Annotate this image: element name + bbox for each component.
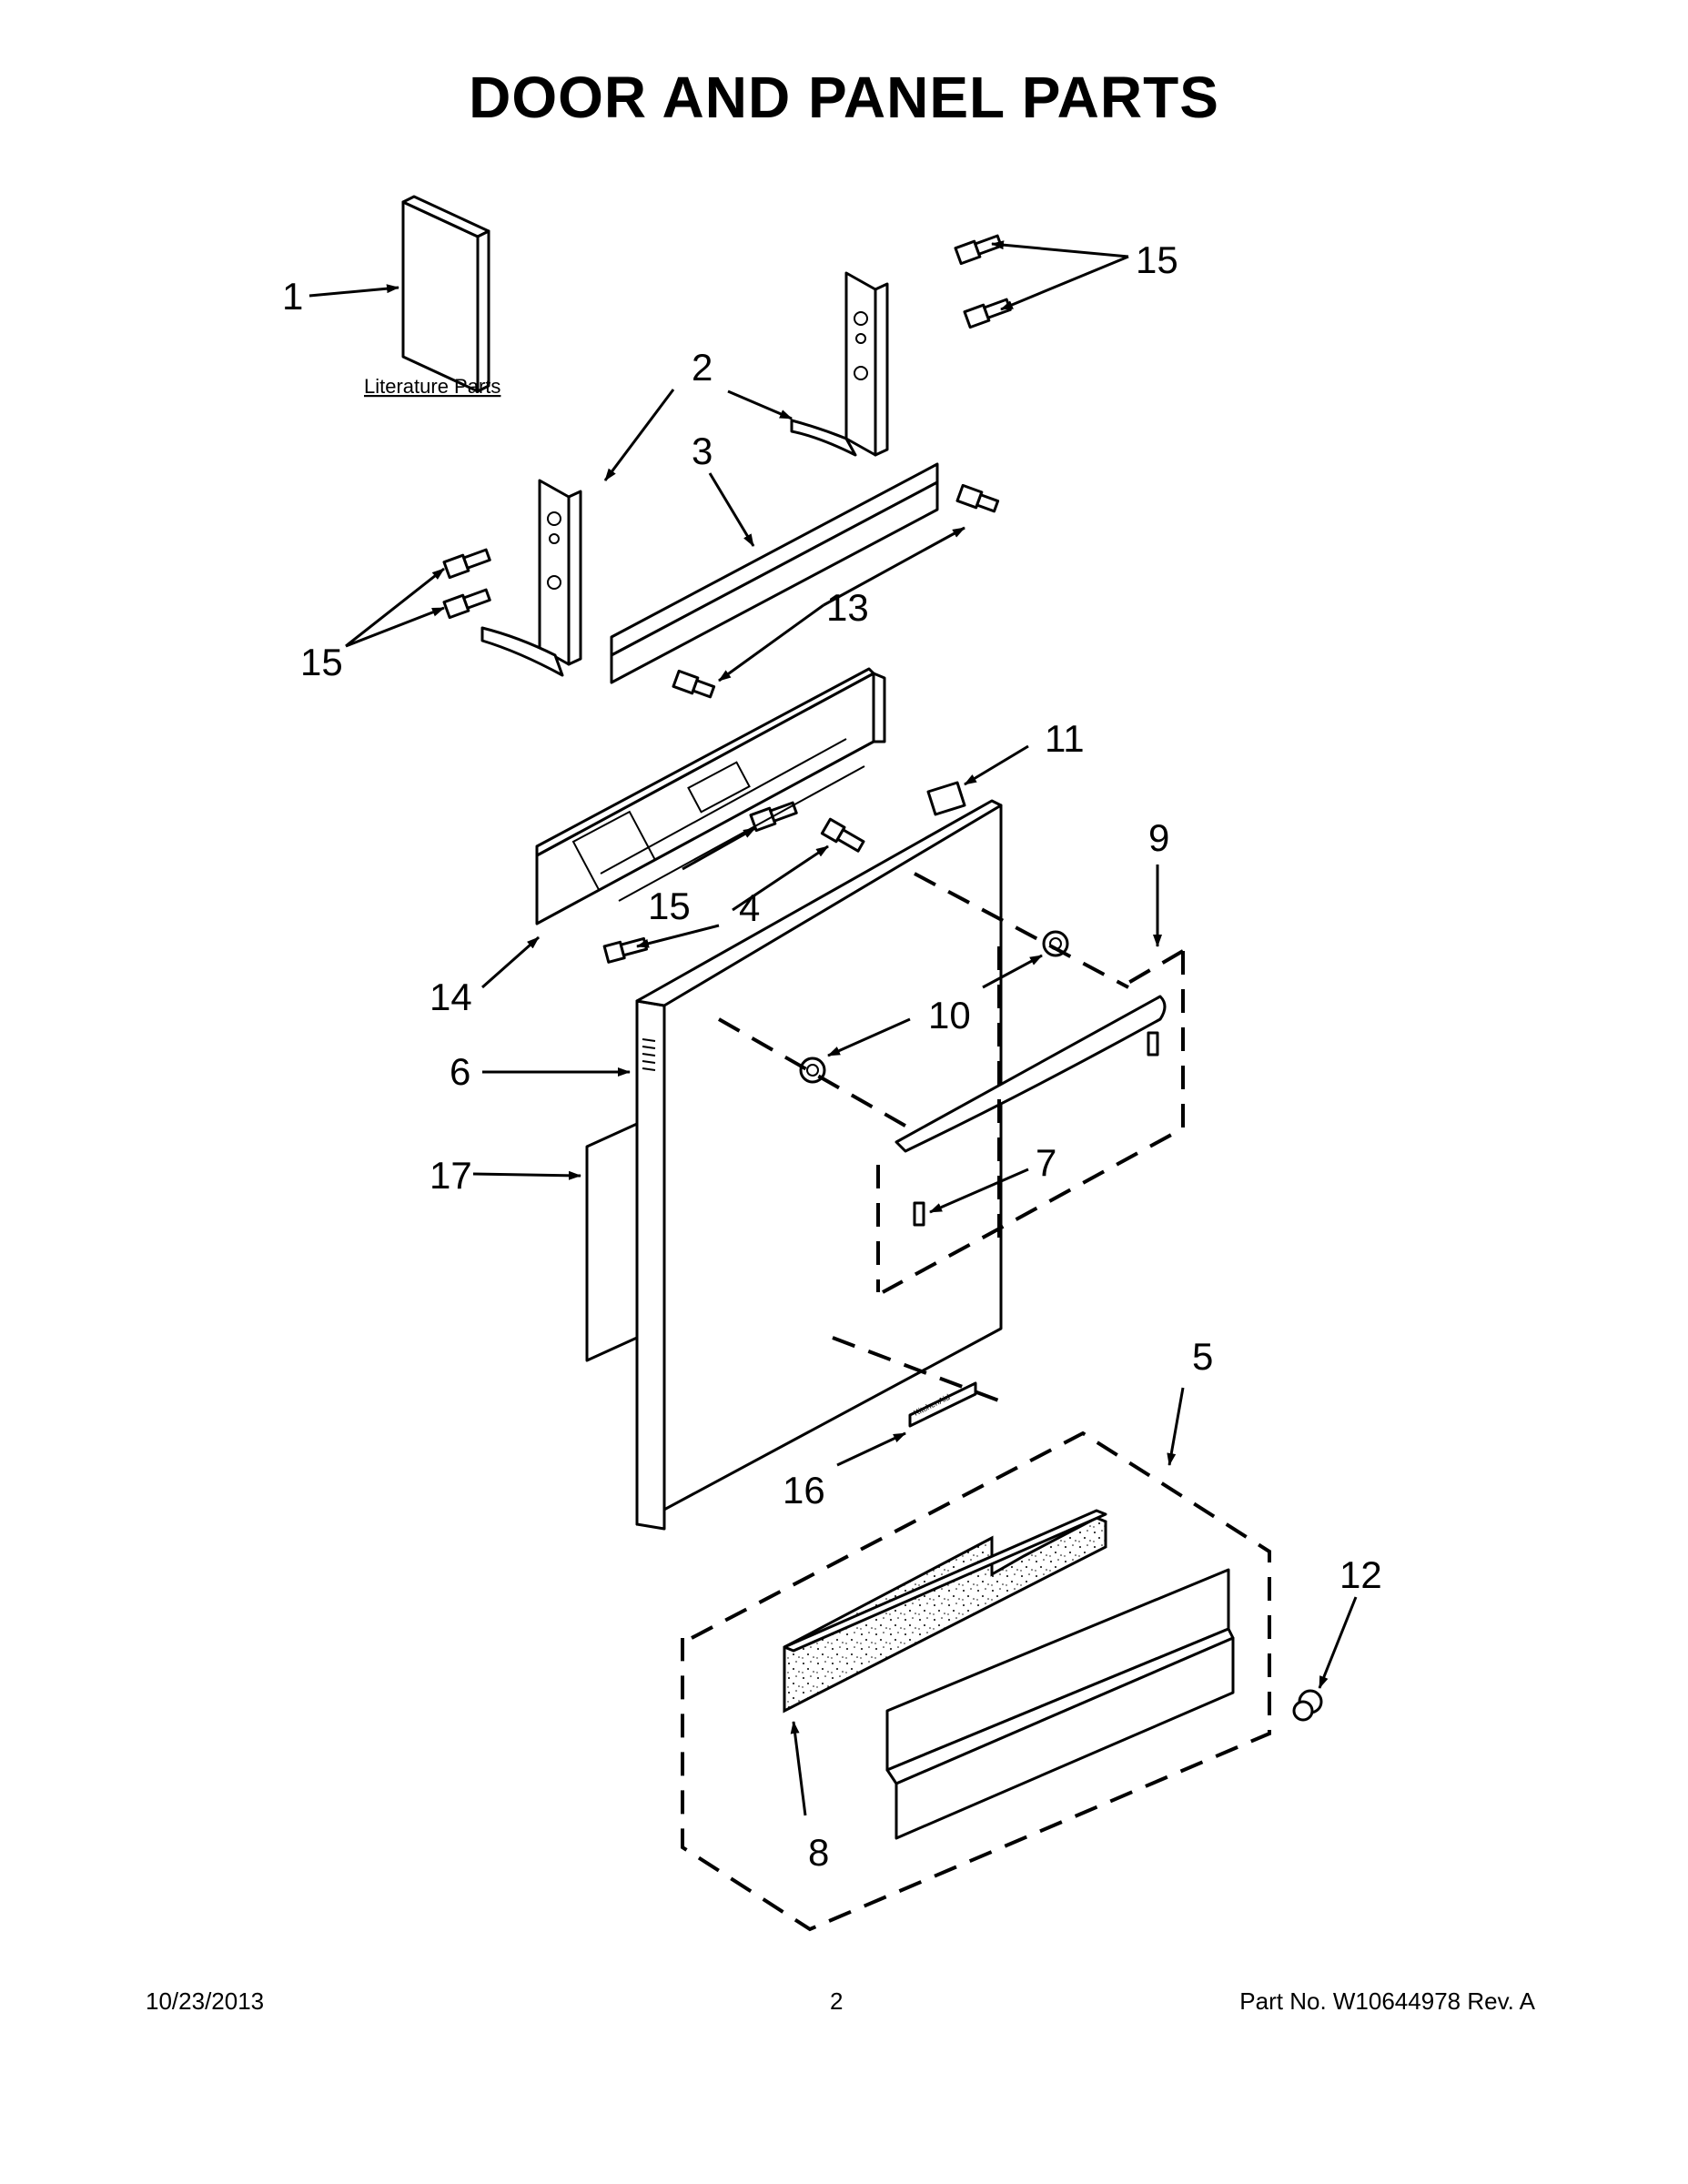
callout-11: 11 xyxy=(1045,717,1085,760)
right-hinge-bracket xyxy=(790,271,889,457)
top-rail xyxy=(610,462,939,684)
callout-numbers: 1 2 3 4 5 6 7 8 9 10 11 12 13 14 15 15 1… xyxy=(282,238,1382,1874)
callout-6: 6 xyxy=(450,1050,470,1093)
handle-assembly xyxy=(799,930,1167,1227)
kickplate-dashed-outline xyxy=(681,1431,1271,1932)
page-title: DOOR AND PANEL PARTS xyxy=(469,65,1219,130)
callout-15-left: 15 xyxy=(300,641,343,683)
callout-1: 1 xyxy=(282,275,303,318)
callout-16: 16 xyxy=(783,1469,825,1512)
literature-parts-book xyxy=(401,195,490,393)
callout-10: 10 xyxy=(928,994,971,1036)
handle-endcap-right xyxy=(1042,930,1069,957)
outer-door-panel xyxy=(635,799,1003,1531)
callout-4: 4 xyxy=(739,886,760,929)
literature-parts-label: Literature Parts xyxy=(364,375,500,398)
door-gasket xyxy=(585,1122,639,1362)
door-clip xyxy=(926,781,966,816)
insulation-pad xyxy=(783,1509,1107,1714)
control-console xyxy=(535,667,886,925)
kick-panel xyxy=(885,1568,1235,1840)
callout-15-mid: 15 xyxy=(648,885,691,927)
callout-15-top: 15 xyxy=(1136,238,1178,281)
callout-3: 3 xyxy=(692,430,713,472)
callout-17: 17 xyxy=(430,1154,472,1197)
leader-arrows xyxy=(308,240,1358,1816)
callout-7: 7 xyxy=(1036,1141,1056,1184)
callout-13: 13 xyxy=(826,586,869,629)
hinge-screws xyxy=(442,234,1012,833)
footer-date: 10/23/2013 xyxy=(146,1987,265,2015)
callout-9: 9 xyxy=(1148,816,1169,859)
callout-12: 12 xyxy=(1339,1553,1382,1596)
brand-badge: KitchenAid xyxy=(908,1381,977,1428)
kick-panel-screw xyxy=(1292,1689,1323,1722)
left-hinge-bracket xyxy=(480,479,582,677)
callout-8: 8 xyxy=(808,1831,829,1874)
footer-page-number: 2 xyxy=(830,1987,844,2015)
callout-14: 14 xyxy=(430,976,472,1018)
callout-5: 5 xyxy=(1192,1335,1213,1378)
footer-part-number: Part No. W10644978 Rev. A xyxy=(1239,1987,1535,2015)
callout-2: 2 xyxy=(692,346,713,389)
handle-dashed-outline xyxy=(718,872,1185,1403)
